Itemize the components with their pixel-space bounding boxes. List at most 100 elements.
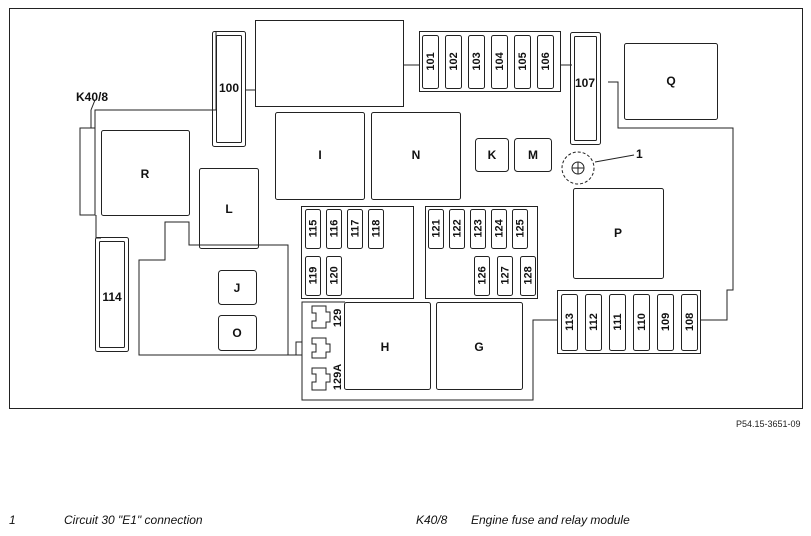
- fuse-109-label: 109: [660, 313, 672, 331]
- fuse-114-label: 114: [102, 290, 122, 304]
- fuse-121: [428, 209, 444, 249]
- relay-q-label: Q: [666, 74, 675, 88]
- reference-code: P54.15-3651-09: [736, 419, 801, 429]
- fuse-103-label: 103: [471, 52, 483, 70]
- fuse-102-label: 102: [448, 52, 460, 70]
- outer-frame: [9, 8, 803, 409]
- fuse-117: [347, 209, 363, 249]
- fuse-123-label: 123: [473, 219, 485, 237]
- relay-g: [436, 302, 523, 390]
- fuse-group-top-outer: [419, 31, 561, 92]
- connector-129-shape: [311, 305, 331, 329]
- fuse-panel-middle-left: [301, 206, 414, 299]
- fuse-111: [609, 294, 626, 351]
- fuse-128: [520, 256, 536, 296]
- fuse-105: [514, 35, 531, 89]
- legend-text-2: Engine fuse and relay module: [471, 513, 630, 527]
- relay-k: [475, 138, 509, 172]
- callout-label: 1: [636, 147, 643, 161]
- fuse-125: [512, 209, 528, 249]
- module-outline-left-lower: [95, 215, 101, 239]
- fuse-116-label: 116: [329, 220, 341, 238]
- fuse-101-label: 101: [425, 52, 437, 70]
- fuse-108-label: 108: [684, 313, 696, 331]
- module-outline-left: [79, 32, 217, 216]
- relay-o: [218, 315, 257, 351]
- fuse-109: [657, 294, 674, 351]
- relay-q: [624, 43, 718, 120]
- relay-r: [101, 130, 190, 216]
- fuse-101: [422, 35, 439, 89]
- relay-n-label: N: [412, 148, 421, 162]
- relay-i-label: I: [318, 148, 321, 162]
- fuse-107-outer: [570, 32, 601, 145]
- fuse-122-label: 122: [452, 219, 464, 237]
- connector-link: [288, 341, 302, 356]
- fuse-105-label: 105: [517, 52, 529, 70]
- relay-k-label: K: [488, 148, 497, 162]
- fuse-104: [491, 35, 508, 89]
- legend-key-2: K40/8: [416, 513, 448, 527]
- connector-129-label: 129: [332, 309, 344, 327]
- fuse-128-label: 128: [523, 266, 535, 284]
- relay-m-label: M: [528, 148, 538, 162]
- fuse-106: [537, 35, 554, 89]
- callout-cross: [572, 162, 584, 174]
- fuse-119-label: 119: [308, 267, 320, 285]
- k40-leader: [90, 99, 96, 128]
- fuse-127: [497, 256, 513, 296]
- fuse-107-label: 107: [575, 76, 595, 90]
- fuse-124-label: 124: [494, 218, 506, 237]
- fuse-104-label: 104: [494, 51, 506, 70]
- fuse-108: [681, 294, 698, 351]
- fuse-123: [470, 209, 486, 249]
- large-block-top: [255, 20, 404, 107]
- fuse-100-outer: [212, 31, 246, 147]
- connector-129-frame: [301, 301, 345, 400]
- relay-g-label: G: [474, 340, 483, 354]
- fuse-107-inner: [574, 36, 597, 141]
- fuse-121-label: 121: [431, 219, 443, 237]
- legend-text-1: Circuit 30 "E1" connection: [64, 513, 203, 527]
- fuse-100-inner: [216, 35, 242, 143]
- fuse-118-label: 118: [371, 220, 383, 238]
- fuse-102: [445, 35, 462, 89]
- fuse-118: [368, 209, 384, 249]
- fuse-127-label: 127: [500, 266, 512, 284]
- fuse-124: [491, 209, 507, 249]
- relay-o-label: O: [232, 326, 241, 340]
- module-outline-bottom: [288, 319, 558, 401]
- relay-j: [218, 270, 257, 305]
- callout-circle: [561, 151, 595, 185]
- fuse-113-label: 113: [564, 313, 576, 331]
- fuse-126-label: 126: [477, 266, 489, 284]
- relay-i: [275, 112, 365, 200]
- fuse-112-label: 112: [588, 313, 600, 331]
- fuse-119: [305, 256, 321, 296]
- relay-p: [573, 188, 664, 279]
- callout-leader: [594, 154, 635, 163]
- connector-mid-shape: [311, 337, 331, 359]
- fuse-panel-bottom-right: [557, 290, 701, 354]
- fuse-100-label: 100: [219, 81, 239, 95]
- module-label: K40/8: [76, 90, 108, 104]
- fuse-113: [561, 294, 578, 351]
- fuse-115-label: 115: [308, 220, 320, 238]
- fuse-110: [633, 294, 650, 351]
- legend-key-1: 1: [9, 513, 16, 527]
- fuse-114-outer: [95, 237, 129, 352]
- fuse-120-label: 120: [329, 266, 341, 284]
- relay-l: [199, 168, 259, 249]
- relay-p-label: P: [614, 226, 622, 240]
- relay-m: [514, 138, 552, 172]
- relay-n: [371, 112, 461, 200]
- fuse-110-label: 110: [636, 313, 648, 331]
- relay-h: [344, 302, 431, 390]
- relay-j-label: J: [234, 281, 241, 295]
- fuse-114-inner: [99, 241, 125, 348]
- module-outline-right: [608, 81, 734, 321]
- fuse-115: [305, 209, 321, 249]
- connector-129a-label: 129A: [332, 364, 344, 390]
- module-outline-lower-left: [138, 221, 289, 356]
